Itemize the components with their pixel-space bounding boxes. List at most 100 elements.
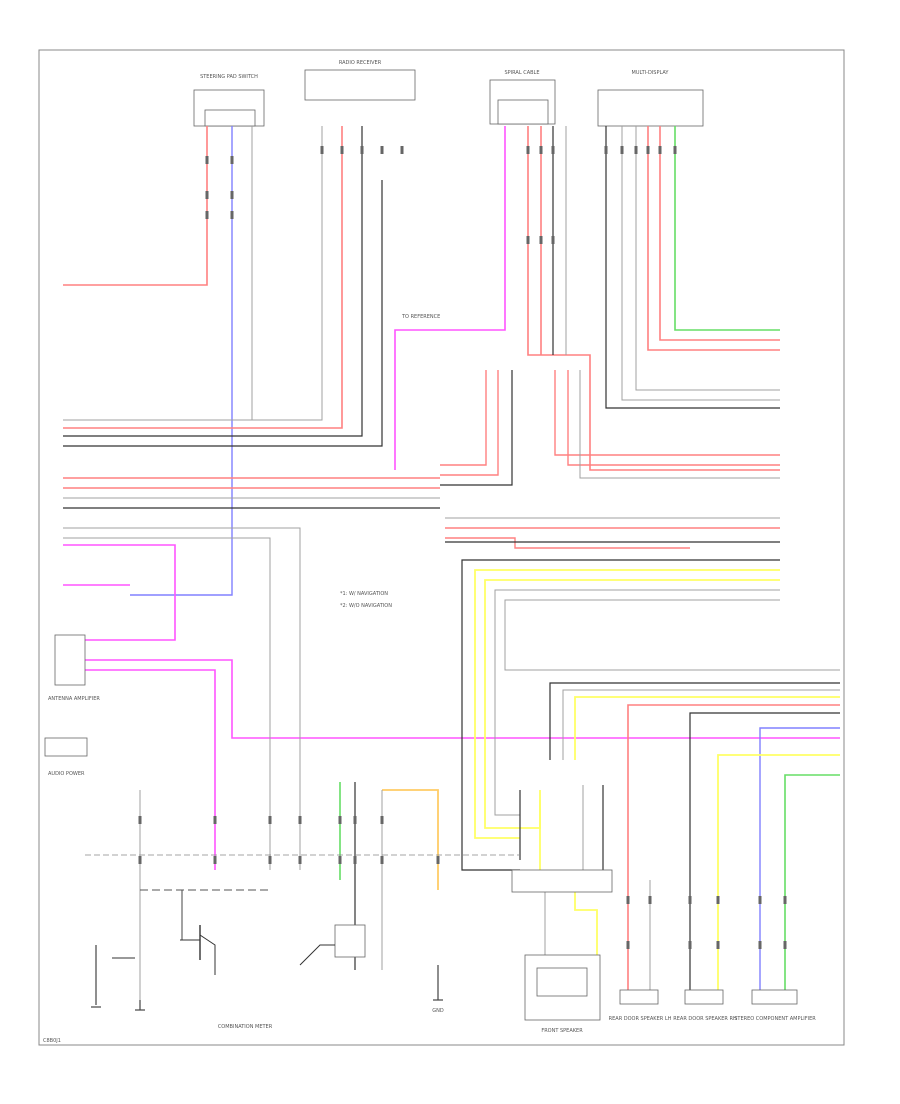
connector-steering-pad <box>193 89 265 127</box>
wire-gray-md-4 <box>621 126 780 401</box>
label-combination-meter: COMBINATION METER <box>218 1024 273 1030</box>
wire-red-right-2 <box>567 370 780 466</box>
wire-red-md-2 <box>647 126 780 351</box>
ground-symbol-2 <box>135 1000 145 1011</box>
wire-gray-md-3 <box>635 126 780 391</box>
pin-marker <box>620 146 624 154</box>
wire-red-right-1 <box>554 370 780 456</box>
pin-marker <box>758 896 762 904</box>
pin-marker <box>268 816 272 824</box>
wire-dark-bus-1 <box>63 126 363 437</box>
ground-symbol-1 <box>91 945 101 1008</box>
label-stereo-amplifier: STEREO COMPONENT AMPLIFIER <box>734 1016 816 1022</box>
connector-spiral-cable <box>489 79 556 125</box>
component-antenna-amplifier <box>54 634 86 686</box>
wire-red-sp-4 <box>627 704 840 990</box>
label-rear-speaker-lh: REAR DOOR SPEAKER LH <box>609 1016 672 1022</box>
pin-marker <box>380 146 384 154</box>
wire-blue-main <box>130 126 233 596</box>
pin-marker <box>360 146 364 154</box>
connector-radio-receiver <box>304 69 416 101</box>
pin-marker <box>353 816 357 824</box>
wire-dark-sp-1 <box>549 682 840 760</box>
wire-yellow-ctr-5 <box>574 890 598 960</box>
label-gnd: GND <box>432 1008 444 1014</box>
pin-marker <box>783 896 787 904</box>
label-audio-power: AUDIO POWER <box>48 771 85 777</box>
wire-yellow-sp-7 <box>717 754 840 990</box>
wire-gray-h-6 <box>63 537 271 870</box>
wire-gray-right-3 <box>579 370 780 479</box>
connector-pins-group <box>138 146 787 949</box>
wire-dark-bus-2 <box>63 180 383 447</box>
wire-gray-bus-1 <box>63 126 323 421</box>
pin-marker <box>205 191 209 199</box>
wire-green-sp-8 <box>784 774 840 990</box>
wire-pink-lower-2 <box>63 669 216 870</box>
pin-marker <box>298 816 302 824</box>
pin-marker <box>298 856 302 864</box>
wire-yellow-sp-3 <box>574 696 840 760</box>
pin-marker <box>400 146 404 154</box>
component-combination-meter <box>112 889 270 975</box>
pin-marker <box>526 146 530 154</box>
wire-red-mid-1 <box>440 370 487 466</box>
pin-marker <box>551 236 555 244</box>
wire-red-mid-2 <box>440 370 499 476</box>
wire-orange-amp-3 <box>382 789 439 890</box>
pin-marker <box>230 211 234 219</box>
diagram-frame <box>38 49 845 1046</box>
wire-gray-sp-2 <box>562 689 840 760</box>
component-rear-speaker-rh <box>684 989 724 1005</box>
footer-code: C8B0J1 <box>43 1038 61 1044</box>
wire-dark-mid-3 <box>440 370 513 486</box>
wire-yellow-low-3 <box>484 579 780 829</box>
pin-marker <box>626 896 630 904</box>
ground-symbol-3 <box>433 965 443 1001</box>
pin-marker <box>551 146 555 154</box>
pin-marker <box>783 941 787 949</box>
pin-marker <box>716 941 720 949</box>
pin-marker <box>626 941 630 949</box>
pin-marker <box>205 156 209 164</box>
pin-marker <box>338 856 342 864</box>
component-center-block <box>511 869 613 893</box>
wire-red-spiral-1 <box>527 126 780 471</box>
label-antenna-amplifier: ANTENNA AMPLIFIER <box>48 696 100 702</box>
component-relay <box>299 924 366 966</box>
pin-marker <box>688 941 692 949</box>
pin-marker <box>340 146 344 154</box>
label-rear-speaker-rh: REAR DOOR SPEAKER RH <box>673 1016 737 1022</box>
label-front-speaker: FRONT SPEAKER <box>541 1028 583 1034</box>
label-spiral-cable: SPIRAL CABLE <box>504 70 539 76</box>
wire-red-mid-h3 <box>445 537 690 549</box>
pin-marker <box>213 856 217 864</box>
pin-marker <box>230 191 234 199</box>
component-audio-power <box>44 737 88 757</box>
pin-marker <box>758 941 762 949</box>
component-rear-speaker-lh <box>619 989 659 1005</box>
pin-marker <box>353 856 357 864</box>
wire-blue-sp-6 <box>759 727 840 990</box>
pin-marker <box>205 211 209 219</box>
pin-marker <box>539 146 543 154</box>
connector-multi-display <box>597 89 704 127</box>
pin-marker <box>539 236 543 244</box>
pin-marker <box>688 896 692 904</box>
pin-marker <box>634 146 638 154</box>
pin-marker <box>380 856 384 864</box>
wire-pink-lower <box>63 659 840 739</box>
pin-marker <box>268 856 272 864</box>
pin-marker <box>320 146 324 154</box>
label-multi-display: MULTI-DISPLAY <box>632 70 670 76</box>
pin-marker <box>646 146 650 154</box>
pin-marker <box>213 816 217 824</box>
pin-marker <box>648 896 652 904</box>
pin-marker <box>526 236 530 244</box>
wire-pink-upper <box>63 544 176 641</box>
legend-item-1: *1: W/ NAVIGATION <box>340 591 388 597</box>
wire-red-bus-1 <box>63 126 343 429</box>
pin-marker <box>658 146 662 154</box>
label-ref-note: TO REFERENCE <box>401 314 440 320</box>
